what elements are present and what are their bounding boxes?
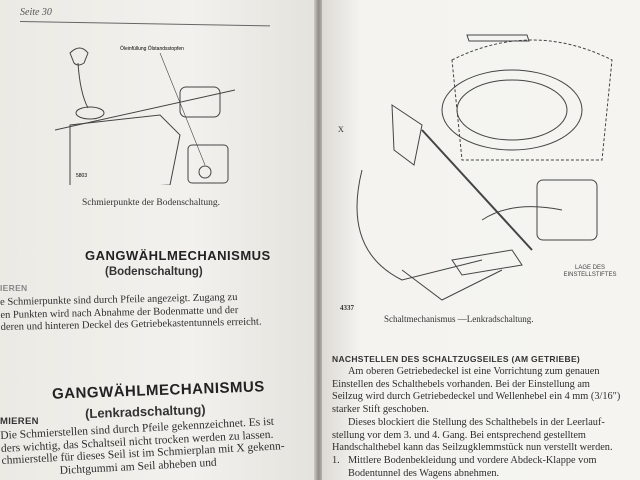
list-number: 1. xyxy=(332,455,340,466)
paragraph: e Schmierpunkte sind durch Pfeile angeze… xyxy=(0,292,262,335)
text-line: Am oberen Getriebedeckel ist eine Vorric… xyxy=(348,366,600,377)
figure-caption: Schaltmechanismus —Lenkradschaltung. xyxy=(384,314,534,324)
subheading: IEREN xyxy=(0,283,28,293)
figure-number: 5803 xyxy=(76,173,87,179)
text-line: Mittlere Bodenbekleidung und vordere Abd… xyxy=(348,455,597,466)
subheading: MIEREN xyxy=(0,416,39,427)
steering-column-shift-illustration: X 4337 xyxy=(338,34,613,310)
book-gutter xyxy=(314,0,324,480)
left-page: Seite 30 5803 Öleinfüllung Ölstandsstopf… xyxy=(0,0,318,480)
gearshift-illustration: 5803 Öleinfüllung Ölstandsstopfen xyxy=(54,45,236,185)
text-line: starker Stift geschoben. xyxy=(332,403,429,415)
text-line: stellung vor dem 3. und 4. Gang. Bei ent… xyxy=(332,429,586,441)
text-line: Seilzug wird durch Getriebedeckel und We… xyxy=(332,391,621,402)
figure-label: Öleinfüllung Ölstandsstopfen xyxy=(120,45,184,52)
right-page: X 4337 LAGE DES EINSTELLSTIFTES Schaltme… xyxy=(322,0,640,480)
figure-number: 4337 xyxy=(340,304,355,310)
section-subtitle: (Bodenschaltung) xyxy=(105,266,203,278)
text-line: Bodentunnel des Wagens abnehmen. xyxy=(348,467,500,479)
text-line: Dieses blockiert die Stellung des Schalt… xyxy=(348,417,605,428)
section-heading: NACHSTELLEN DES SCHALTZUGSEILES (AM GETR… xyxy=(332,354,581,364)
paragraph: Die Schmierstellen sind durch Pfeile gek… xyxy=(0,415,286,480)
section-subtitle: (Lenkradschaltung) xyxy=(84,401,206,422)
text-line: Einstellen des Schalthebels vorhanden. B… xyxy=(332,378,590,390)
header-rule xyxy=(19,21,270,27)
figure-caption: Schmierpunkte der Bodenschaltung. xyxy=(82,198,220,208)
section-title: GANGWÄHLMECHANISMUS xyxy=(51,378,266,403)
figure-label: LAGE DES EINSTELLSTIFTES xyxy=(563,265,617,278)
page-header: Seite 30 xyxy=(20,7,52,18)
marker-x: X xyxy=(338,125,344,134)
paragraph: Am oberen Getriebedeckel ist eine Vorric… xyxy=(332,366,620,416)
section-title: GANGWÄHLMECHANISMUS xyxy=(85,248,271,263)
list-item: 1. Mittlere Bodenbekleidung und vordere … xyxy=(332,455,597,480)
text-line: Handschalthebel kann das Seilzugklemmstü… xyxy=(332,442,613,453)
paragraph: Dieses blockiert die Stellung des Schalt… xyxy=(332,417,613,455)
